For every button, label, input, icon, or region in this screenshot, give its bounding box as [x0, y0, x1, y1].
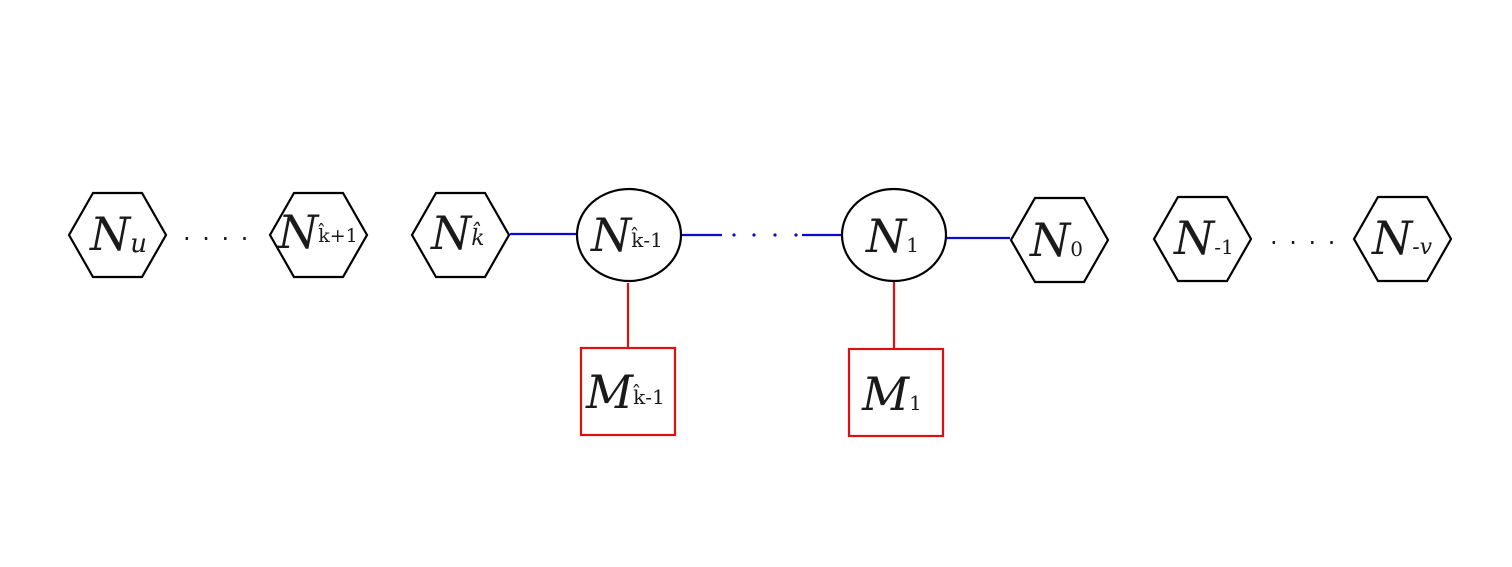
svg-text:N0: N0: [1029, 213, 1083, 267]
rectangle-shape: [579, 346, 677, 437]
node-label-base: N: [1029, 213, 1072, 267]
node-label-sub: -v: [1412, 235, 1432, 260]
svg-text:Nu: Nu: [89, 207, 147, 261]
edges: [510, 232, 1010, 349]
node-label-base: M: [585, 365, 635, 419]
node-m-khat-minus-1: Mk̂-1: [579, 346, 677, 437]
rectangle-shape: [847, 347, 945, 438]
svg-text:Nk̂: Nk̂: [430, 206, 485, 260]
svg-text:Nk̂-1: Nk̂-1: [590, 208, 663, 262]
node-label-base: N: [89, 207, 132, 261]
node-n-u: Nu: [67, 191, 168, 279]
node-label-base: N: [865, 209, 908, 263]
ellipsis-right: . . . .: [1270, 222, 1337, 250]
node-label-sub: k̂-1: [632, 383, 664, 409]
svg-text:M1: M1: [861, 367, 922, 421]
node-label-base: N: [430, 206, 473, 260]
hexagon-shape: [1009, 196, 1110, 284]
hexagon-shape: [67, 191, 168, 279]
node-label-sub: u: [130, 229, 147, 259]
node-label-base: N: [1371, 211, 1414, 265]
node-m-1: M1: [847, 347, 945, 438]
node-n-minus-1: N-1: [1152, 195, 1253, 283]
node-n-khat-plus-1: Nk̂+1: [268, 191, 369, 279]
node-label-base: N: [590, 208, 633, 262]
svg-text:N-1: N-1: [1173, 211, 1234, 265]
node-label-sub: k̂: [471, 222, 484, 251]
ellipse-shape: [575, 187, 683, 283]
node-label-base: N: [1173, 211, 1216, 265]
svg-text:Nk̂+1: Nk̂+1: [277, 205, 358, 259]
node-label-base: M: [861, 367, 911, 421]
node-label-sub: -1: [1214, 235, 1233, 259]
svg-text:N1: N1: [865, 209, 919, 263]
node-label-base: N: [277, 205, 320, 259]
hexagon-shape: [410, 191, 511, 279]
node-label-sub: 1: [909, 391, 922, 415]
hexagon-shape: [1352, 195, 1453, 283]
svg-text:N-v: N-v: [1371, 211, 1433, 265]
node-n-1: N1: [840, 187, 948, 283]
ellipsis-left: . . . .: [183, 218, 250, 246]
hexagon-shape: [1152, 195, 1253, 283]
node-label-sub: k̂-1: [630, 226, 662, 252]
node-n-khat-minus-1: Nk̂-1: [575, 187, 683, 283]
node-n-0: N0: [1009, 196, 1110, 284]
edge-middle-dots: [732, 233, 798, 237]
node-n-khat: Nk̂: [410, 191, 511, 279]
ellipse-shape: [840, 187, 948, 283]
node-label-sub: k̂+1: [318, 222, 358, 247]
node-label-sub: 1: [906, 233, 919, 257]
node-n-minus-v: N-v: [1352, 195, 1453, 283]
node-label-sub: 0: [1070, 237, 1083, 261]
svg-text:Mk̂-1: Mk̂-1: [585, 365, 665, 419]
hexagon-shape: [268, 191, 369, 279]
